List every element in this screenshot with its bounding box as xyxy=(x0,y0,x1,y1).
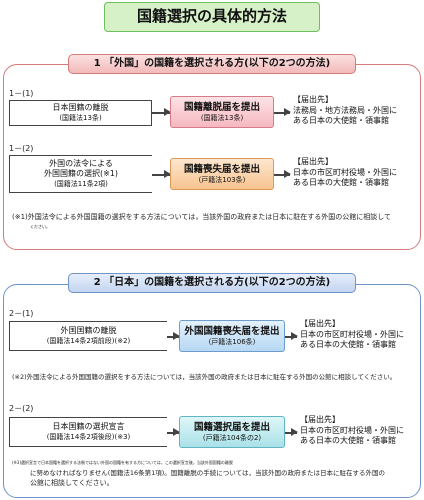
flow-arrow xyxy=(167,429,180,435)
destination-heading: 【届出先】 xyxy=(300,319,340,328)
submission-destination: 【届出先】 法務局・地方法務局・外国に ある日本の大使館・領事館 xyxy=(293,95,397,127)
case-text: 外国国籍の選択(※1) xyxy=(43,169,119,178)
footnote: (※1)外国法令による外国国籍の選択をする方法については，当該外国の政府または日… xyxy=(12,212,391,232)
destination-line: 法務局・地方法務局・外国に xyxy=(293,105,397,115)
flow-arrow xyxy=(167,333,180,339)
section1-banner: 1 「外国」の国籍を選択される方(以下の2つの方法) xyxy=(68,54,356,74)
procedure-box: 外国国籍喪失届を提出 (戸籍法106条) xyxy=(179,320,285,352)
footnote-line: (※3)選択宣言で日本国籍を選択する法制ではない外国の国籍を有する方については，… xyxy=(12,460,233,465)
procedure-box: 国籍選択届を提出 (戸籍法104条の2) xyxy=(179,416,285,448)
section2-banner: 2 「日本」の国籍を選択される方(以下の2つの方法) xyxy=(68,273,356,293)
case-text: 日本国籍の離脱 xyxy=(52,103,109,112)
case-text: 外国の法令による xyxy=(49,159,113,168)
flow-arrow xyxy=(285,429,298,435)
case-box: 日本国籍の選択宣言 (国籍法14条2項後段)(※3) xyxy=(9,417,167,447)
footnote-line: 公館に相談してください。 xyxy=(30,479,114,487)
procedure-title: 国籍離脱届を提出 xyxy=(183,101,260,113)
destination-heading: 【届出先】 xyxy=(300,415,340,424)
procedure-law: (戸籍法106条) xyxy=(208,337,256,346)
case-law: (国籍法14条2項前段)(※2) xyxy=(46,337,131,345)
destination-heading: 【届出先】 xyxy=(293,95,333,104)
procedure-law: (戸籍法103条) xyxy=(198,175,246,184)
case-law: (国籍法14条2項後段)(※3) xyxy=(46,433,131,441)
footnote-line: に努めなければなりません(国籍法16条第1項)。国籍離脱の手続については，当該外… xyxy=(30,469,385,477)
flow-arrow xyxy=(274,109,291,115)
item-label: 1－(1) xyxy=(9,89,34,98)
submission-destination: 【届出先】 日本の市区町村役場・外国に ある日本の大使館・領事館 xyxy=(300,319,404,351)
destination-line: ある日本の大使館・領事館 xyxy=(293,178,389,187)
procedure-law: (国籍法13条) xyxy=(200,113,244,122)
destination-line: 日本の市区町村役場・外国に xyxy=(293,167,397,177)
destination-line: ある日本の大使館・領事館 xyxy=(293,116,389,125)
procedure-title: 外国国籍喪失届を提出 xyxy=(184,325,280,337)
destination-heading: 【届出先】 xyxy=(293,157,333,166)
footnote: (※3)選択宣言で日本国籍を選択する法制ではない外国の国籍を有する方については，… xyxy=(12,458,385,488)
flow-arrow xyxy=(285,333,298,339)
flow-arrow xyxy=(152,171,171,177)
destination-line: ある日本の大使館・領事館 xyxy=(300,340,396,349)
flow-arrow xyxy=(152,109,171,115)
footnote-line: ください。 xyxy=(30,224,50,229)
item-label: 1－(2) xyxy=(9,144,34,153)
procedure-box: 国籍離脱届を提出 (国籍法13条) xyxy=(170,96,274,128)
case-text: 日本国籍の選択宣言 xyxy=(52,422,125,431)
destination-line: ある日本の大使館・領事館 xyxy=(300,436,396,445)
procedure-box: 国籍喪失届を提出 (戸籍法103条) xyxy=(170,158,274,190)
procedure-title: 国籍選択届を提出 xyxy=(193,421,270,433)
item-label: 2－(1) xyxy=(9,309,34,318)
case-law: (国籍法13条) xyxy=(59,114,102,122)
submission-destination: 【届出先】 日本の市区町村役場・外国に ある日本の大使館・領事館 xyxy=(293,157,397,189)
footnote-line: (※2)外国法令による外国国籍の選択をする方法については，当該外国の政府または日… xyxy=(12,373,397,381)
page-title: 国籍選択の具体的方法 xyxy=(104,2,320,32)
destination-line: 日本の市区町村役場・外国に xyxy=(300,425,404,435)
submission-destination: 【届出先】 日本の市区町村役場・外国に ある日本の大使館・領事館 xyxy=(300,415,404,447)
case-box: 外国の法令による 外国国籍の選択(※1) (国籍法11条2項) xyxy=(9,155,152,193)
footnote-line: (※1)外国法令による外国国籍の選択をする方法については，当該外国の政府または日… xyxy=(12,213,392,221)
case-law: (国籍法11条2項) xyxy=(54,180,108,188)
footnote: (※2)外国法令による外国国籍の選択をする方法については，当該外国の政府または日… xyxy=(12,372,396,382)
procedure-law: (戸籍法104条の2) xyxy=(202,433,262,442)
flow-arrow xyxy=(274,171,291,177)
case-box: 日本国籍の離脱 (国籍法13条) xyxy=(9,100,152,126)
procedure-title: 国籍喪失届を提出 xyxy=(183,163,260,175)
destination-line: 日本の市区町村役場・外国に xyxy=(300,329,404,339)
item-label: 2－(2) xyxy=(9,404,34,413)
case-box: 外国国籍の離脱 (国籍法14条2項前段)(※2) xyxy=(9,321,167,351)
case-text: 外国国籍の離脱 xyxy=(60,326,117,335)
